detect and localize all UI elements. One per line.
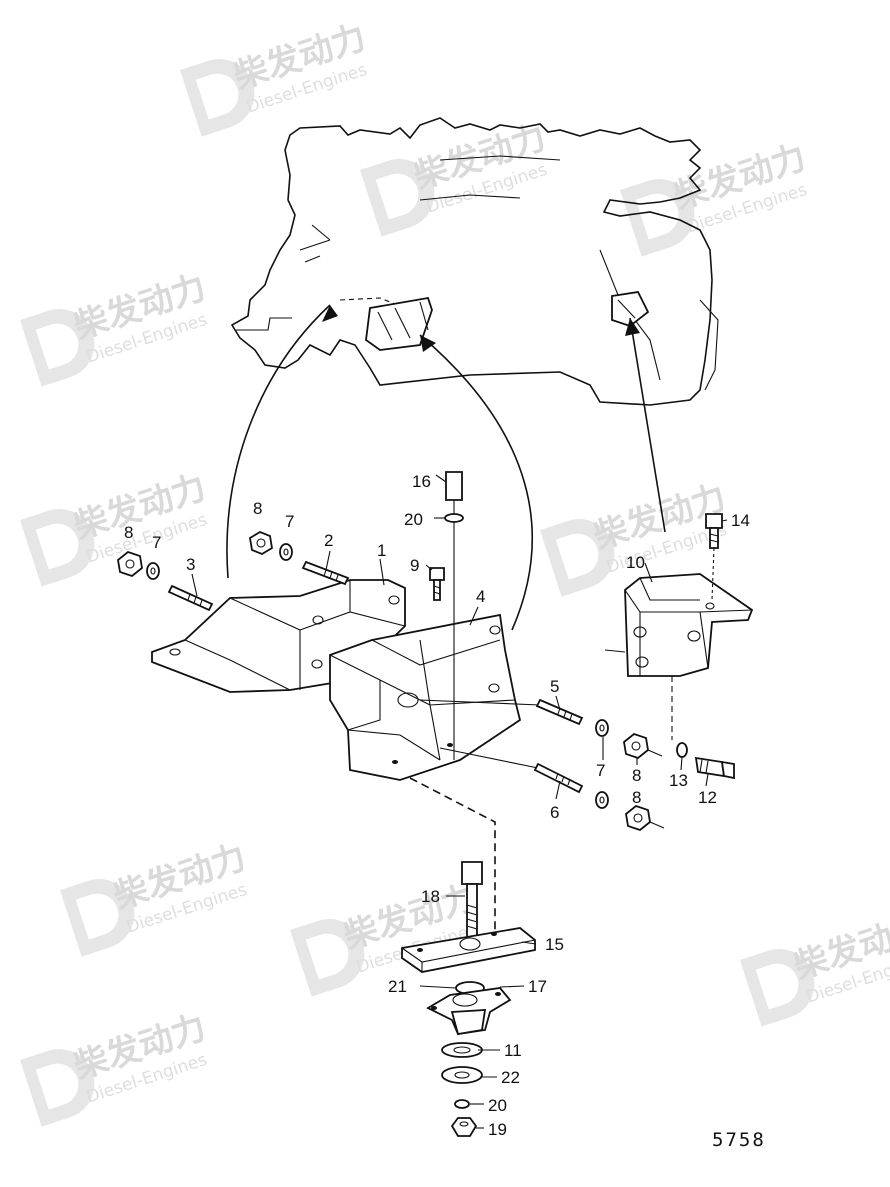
- rubber-mount-17: [426, 987, 512, 1036]
- callout-14: 14: [731, 511, 750, 530]
- bolt-9: [429, 567, 445, 601]
- callout-3: 3: [186, 555, 195, 574]
- callout-8: 8: [632, 766, 641, 785]
- callout-16: 16: [412, 472, 431, 491]
- washer-11: [441, 1042, 483, 1058]
- d-logo-icon: [290, 919, 365, 997]
- d-logo-icon: [180, 59, 255, 137]
- bolt-12: [694, 756, 735, 780]
- callout-8: 8: [124, 523, 133, 542]
- part-4-main-bracket: [329, 613, 522, 781]
- nut-8-left: [117, 550, 143, 578]
- plate-15: [401, 927, 536, 973]
- callout-9: 9: [410, 556, 419, 575]
- washer-7-right-a: [595, 719, 609, 737]
- callout-10: 10: [626, 553, 645, 572]
- engine-bracket-front: [365, 296, 433, 351]
- washer-20-top: [444, 513, 464, 523]
- figure-number: 5758: [712, 1129, 766, 1151]
- callout-8: 8: [632, 788, 641, 807]
- callout-4: 4: [476, 587, 485, 606]
- callout-21: 21: [388, 977, 407, 996]
- bolt-16: [445, 471, 463, 760]
- engine-outline: [230, 117, 719, 406]
- d-logo-icon: [20, 509, 95, 587]
- washer-7-mid: [279, 543, 293, 561]
- callout-7: 7: [596, 761, 605, 780]
- washer-13: [676, 742, 688, 758]
- callout-1: 1: [377, 541, 386, 560]
- callout-18: 18: [421, 887, 440, 906]
- nut-8-mid: [249, 530, 273, 556]
- nut-19: [450, 1117, 478, 1137]
- callout-20: 20: [488, 1096, 507, 1115]
- washer-22: [441, 1066, 483, 1084]
- callout-5: 5: [550, 677, 559, 696]
- callout-22: 22: [501, 1068, 520, 1087]
- callout-leaders: [191, 474, 728, 1129]
- bolt-14: [705, 513, 723, 601]
- callout-6: 6: [550, 803, 559, 822]
- d-logo-icon: [60, 879, 135, 957]
- callout-17: 17: [528, 977, 547, 996]
- callout-7: 7: [285, 512, 294, 531]
- washer-7-right-b: [595, 791, 609, 809]
- dashed-line-mount: [409, 777, 496, 930]
- callout-12: 12: [698, 788, 717, 807]
- part-10-rear-bracket: [604, 573, 754, 677]
- callout-15: 15: [545, 935, 564, 954]
- callout-11: 11: [504, 1041, 522, 1060]
- callout-2: 2: [324, 531, 333, 550]
- nut-8-right-a: [623, 732, 663, 760]
- stud-5: [419, 698, 584, 726]
- stud-2: [301, 560, 350, 586]
- assembly-leader-lines: [226, 304, 666, 631]
- stud-3: [167, 584, 214, 612]
- callout-13: 13: [669, 771, 688, 790]
- d-logo-icon: [360, 159, 435, 237]
- callout-8: 8: [253, 499, 262, 518]
- engine-bracket-rear: [611, 291, 650, 328]
- d-logo-icon: [540, 519, 615, 597]
- callout-labels: 8 7 3 8 7 2 1 16 20 9 4 10 14 5 7 8 13 1…: [124, 472, 750, 1139]
- callout-7: 7: [152, 533, 161, 552]
- d-logo-icon: [740, 949, 815, 1027]
- nut-8-right-b: [625, 804, 665, 832]
- callout-20: 20: [404, 510, 423, 529]
- washer-7-left: [146, 562, 160, 580]
- washer-20-bottom: [454, 1099, 470, 1109]
- stud-6: [439, 747, 584, 794]
- d-logo-icon: [20, 309, 95, 387]
- d-logo-icon: [20, 1049, 95, 1127]
- callout-19: 19: [488, 1120, 507, 1139]
